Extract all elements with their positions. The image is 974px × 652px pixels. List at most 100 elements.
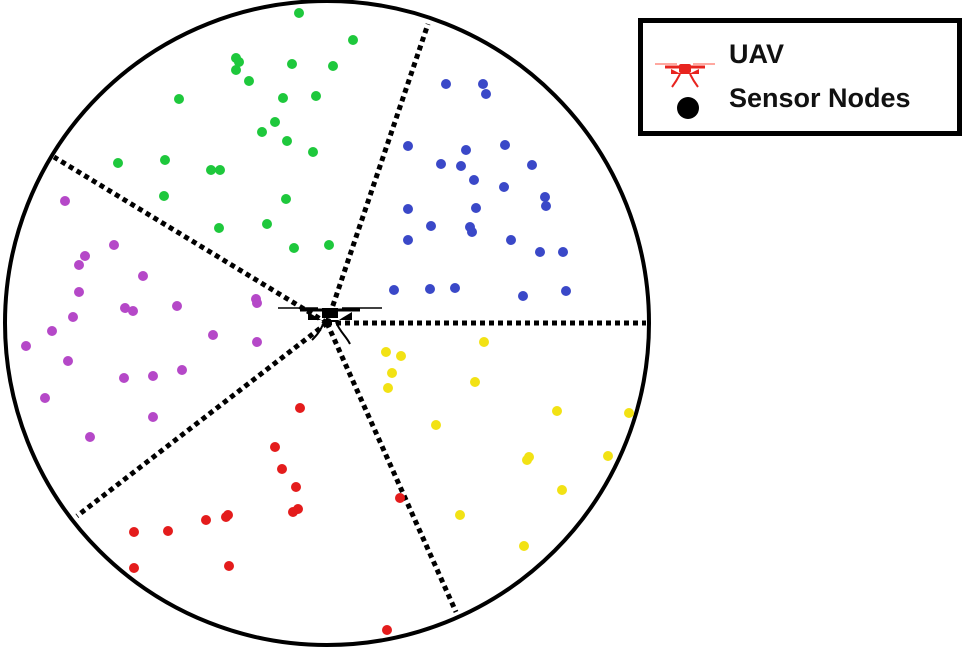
sensor-node-purple-19: [148, 371, 158, 381]
sensor-node-red-7: [395, 493, 405, 503]
sensor-node-green-2: [348, 35, 358, 45]
sensor-node-purple-11: [172, 301, 182, 311]
sensor-node-blue-6: [500, 140, 510, 150]
sensor-node-green-14: [282, 136, 292, 146]
sensor-node-purple-3: [80, 251, 90, 261]
sensor-node-purple-17: [63, 356, 73, 366]
sensor-node-blue-11: [499, 182, 509, 192]
sector-divider-4: [75, 321, 329, 518]
sensor-node-green-16: [160, 155, 170, 165]
sensor-node-yellow-4: [387, 368, 397, 378]
sensor-node-purple-10: [128, 306, 138, 316]
sensor-node-blue-13: [541, 201, 551, 211]
sensor-node-red-14: [224, 561, 234, 571]
sensor-node-green-17: [113, 158, 123, 168]
sensor-node-blue-9: [527, 160, 537, 170]
sensor-node-green-1: [294, 8, 304, 18]
sensor-node-green-10: [278, 93, 288, 103]
sensor-node-green-11: [311, 91, 321, 101]
sensor-node-red-13: [129, 563, 139, 573]
sensor-node-purple-12: [68, 312, 78, 322]
sensor-node-red-3: [277, 464, 287, 474]
sector-divider-1: [324, 23, 431, 324]
sensor-node-yellow-8: [552, 406, 562, 416]
sensor-node-purple-18: [177, 365, 187, 375]
sensor-node-yellow-15: [519, 541, 529, 551]
sensor-node-red-9: [221, 512, 231, 522]
sensor-node-green-15: [308, 147, 318, 157]
sensor-node-purple-15: [21, 341, 31, 351]
sensor-node-green-18: [206, 165, 216, 175]
sector-dividers: [52, 23, 646, 614]
sensor-node-green-25: [324, 240, 334, 250]
center-uav-icon: [278, 307, 382, 345]
sensor-node-icon: [677, 97, 699, 119]
sensor-node-green-8: [244, 76, 254, 86]
sensor-node-green-24: [289, 243, 299, 253]
legend: UAV Sensor Nodes: [638, 18, 962, 136]
sensor-node-purple-23: [85, 432, 95, 442]
sensor-node-yellow-5: [383, 383, 393, 393]
sensor-node-green-6: [287, 59, 297, 69]
sensor-node-purple-1: [60, 196, 70, 206]
sensor-node-green-22: [262, 219, 272, 229]
sensor-node-blue-23: [389, 285, 399, 295]
sensor-node-purple-4: [74, 260, 84, 270]
legend-uav-label: UAV: [729, 39, 785, 69]
sensor-node-green-19: [215, 165, 225, 175]
sensor-node-red-6: [288, 507, 298, 517]
sensor-node-blue-10: [469, 175, 479, 185]
sensor-node-green-4: [234, 57, 244, 67]
sensor-node-blue-3: [481, 89, 491, 99]
sensor-node-blue-24: [425, 284, 435, 294]
sensor-node-yellow-12: [603, 451, 613, 461]
sensor-node-blue-19: [403, 235, 413, 245]
sensor-node-blue-15: [471, 203, 481, 213]
sensor-node-purple-14: [208, 330, 218, 340]
sensor-node-red-12: [129, 527, 139, 537]
sensor-node-blue-2: [478, 79, 488, 89]
sensor-node-purple-20: [119, 373, 129, 383]
sensor-node-yellow-3: [396, 351, 406, 361]
sensor-node-blue-21: [535, 247, 545, 257]
sensor-node-blue-20: [506, 235, 516, 245]
sensor-node-red-10: [201, 515, 211, 525]
sensor-node-yellow-13: [557, 485, 567, 495]
sensor-node-purple-21: [40, 393, 50, 403]
sensor-node-green-21: [281, 194, 291, 204]
sensor-node-purple-8: [252, 298, 262, 308]
sensor-node-yellow-9: [431, 420, 441, 430]
sensor-node-yellow-7: [624, 408, 634, 418]
sensor-node-purple-5: [138, 271, 148, 281]
sensor-node-yellow-11: [522, 455, 532, 465]
legend-sensor-label: Sensor Nodes: [729, 83, 911, 113]
sensor-node-yellow-6: [470, 377, 480, 387]
sensor-node-purple-13: [47, 326, 57, 336]
sensor-node-blue-16: [426, 221, 436, 231]
sensor-node-red-15: [382, 625, 392, 635]
sensor-node-green-12: [270, 117, 280, 127]
sensor-node-blue-22: [558, 247, 568, 257]
sensor-node-purple-16: [252, 337, 262, 347]
sensor-node-blue-8: [456, 161, 466, 171]
sensor-node-green-20: [159, 191, 169, 201]
sensor-node-green-5: [231, 65, 241, 75]
sensor-node-red-11: [163, 526, 173, 536]
sensor-nodes: [21, 8, 634, 635]
sensor-node-blue-18: [467, 227, 477, 237]
drone-icon: [655, 63, 715, 88]
sector-divider-3: [324, 321, 459, 614]
sensor-node-blue-1: [441, 79, 451, 89]
sensor-node-blue-7: [436, 159, 446, 169]
sensor-node-purple-9: [120, 303, 130, 313]
sensor-node-green-13: [257, 127, 267, 137]
sensor-node-purple-2: [109, 240, 119, 250]
sensor-node-blue-27: [561, 286, 571, 296]
sensor-node-green-23: [214, 223, 224, 233]
sensor-node-yellow-1: [479, 337, 489, 347]
sensor-node-red-2: [270, 442, 280, 452]
sensor-node-purple-6: [74, 287, 84, 297]
sensor-node-green-7: [328, 61, 338, 71]
sensor-node-purple-22: [148, 412, 158, 422]
